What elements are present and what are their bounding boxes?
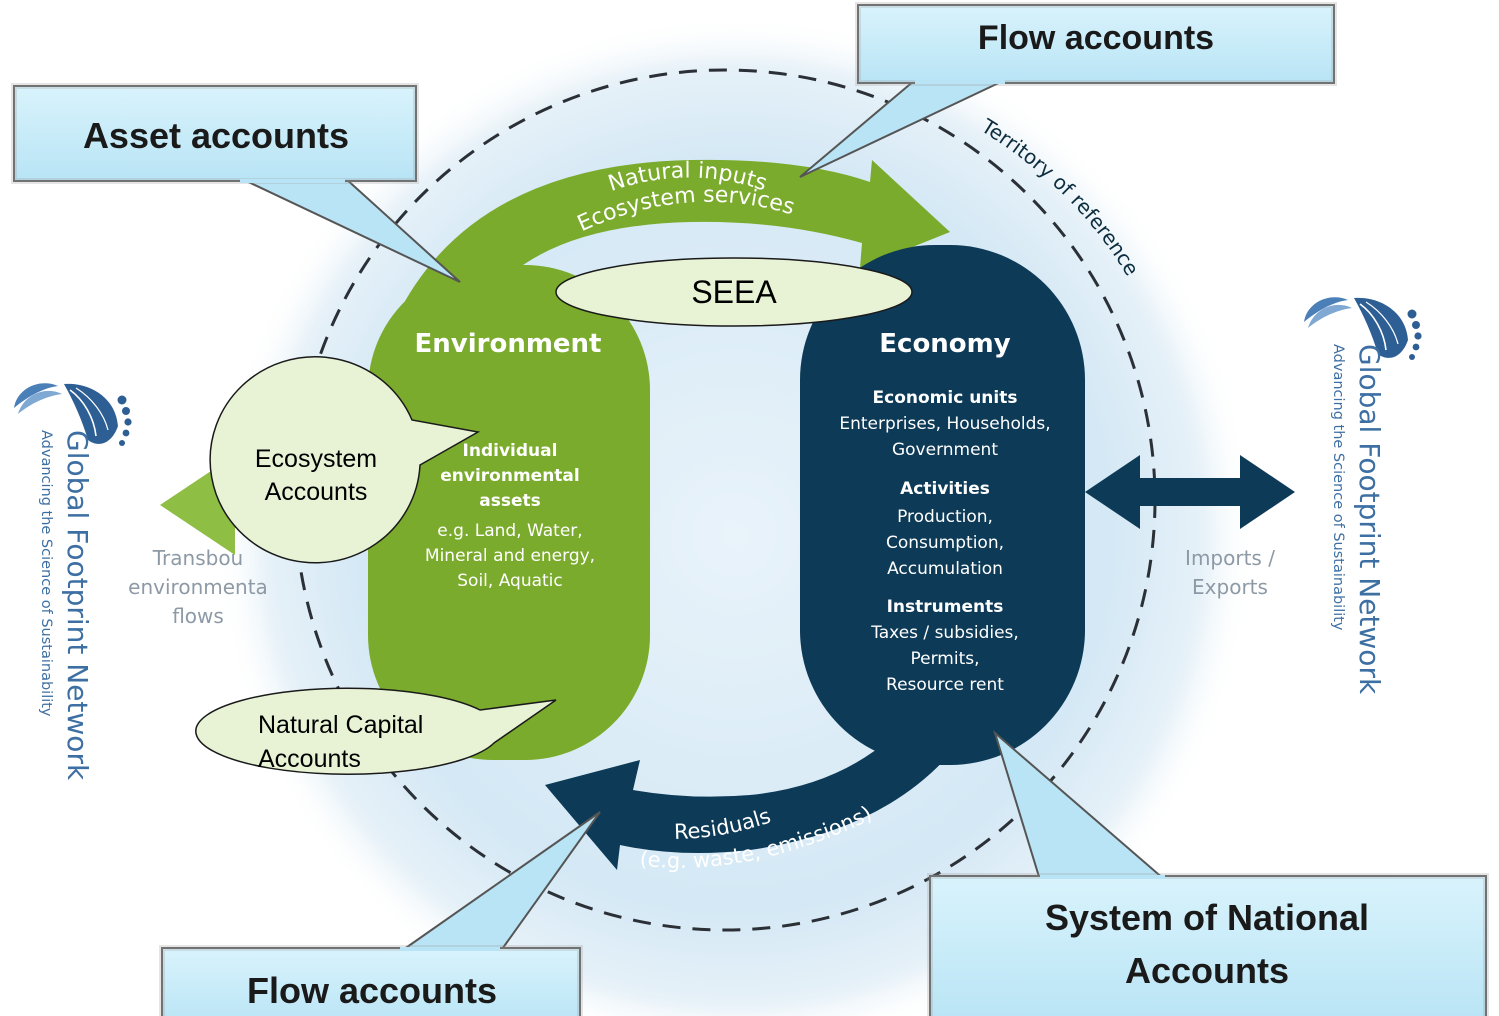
transboundary-label-line3: flows: [172, 604, 224, 628]
seea-bubble: [555, 257, 913, 327]
flow-accounts-top-label: Flow accounts: [978, 19, 1214, 57]
environment-assets-line2: environmental: [440, 466, 579, 486]
natural-inputs-arrow: [395, 159, 950, 325]
ecosystem-accounts-line2: Accounts: [265, 478, 368, 506]
sna-label-line1: System of National: [1045, 897, 1369, 938]
flow-accounts-top-callout: [799, 2, 1337, 178]
economy-units-line2: Government: [892, 440, 998, 460]
asset-accounts-callout: [11, 83, 461, 283]
environment-title: Environment: [415, 329, 602, 359]
residuals-arrow: [545, 640, 1010, 870]
asset-accounts-label: Asset accounts: [83, 115, 349, 156]
economy-activities-heading: Activities: [900, 479, 990, 499]
economy-activities-line3: Accumulation: [887, 559, 1003, 579]
transboundary-label-line1: Transbou: [152, 546, 243, 570]
gfn-logo-left-name: Global Footprint Network: [61, 430, 94, 781]
environment-examples-line2: Mineral and energy,: [425, 546, 595, 566]
economy-units-line1: Enterprises, Households,: [839, 414, 1050, 434]
ecosystem-accounts-bubble: [209, 356, 481, 564]
natural-capital-line2: Accounts: [258, 745, 361, 773]
environment-assets-line1: Individual: [463, 441, 558, 461]
gfn-logo-right: Global Footprint Network Advancing the S…: [1303, 296, 1423, 695]
imports-exports-arrow: [1085, 455, 1295, 529]
seea-label: SEEA: [691, 274, 777, 310]
natural-capital-line1: Natural Capital: [258, 711, 423, 739]
gfn-logo-left-tagline: Advancing the Science of Sustainability: [38, 430, 54, 717]
economy-title: Economy: [879, 329, 1010, 359]
natural-capital-bubble: [195, 687, 557, 775]
sna-callout: [927, 729, 1489, 1016]
gfn-logo-right-tagline: Advancing the Science of Sustainability: [1330, 344, 1346, 631]
imports-label: Imports /: [1185, 546, 1275, 570]
economy-activities-line1: Production,: [897, 507, 993, 527]
transboundary-label-line2: environmenta: [128, 575, 268, 599]
economy-instruments-line3: Resource rent: [886, 675, 1004, 695]
flow-accounts-bottom-label: Flow accounts: [247, 970, 497, 1011]
gfn-logo-right-name: Global Footprint Network: [1353, 344, 1386, 695]
flow-accounts-bottom-callout: [159, 811, 601, 1016]
economy-instruments-line2: Permits,: [910, 649, 979, 669]
economy-instruments-line1: Taxes / subsidies,: [870, 623, 1019, 643]
ecosystem-accounts-line1: Ecosystem: [255, 445, 377, 473]
environment-assets-line3: assets: [479, 491, 540, 511]
environment-examples-line1: e.g. Land, Water,: [437, 521, 582, 541]
economy-pillar: [800, 245, 1085, 765]
exports-label: Exports: [1192, 575, 1268, 599]
economy-instruments-heading: Instruments: [887, 597, 1004, 617]
gfn-logo-left: Global Footprint Network Advancing the S…: [13, 382, 133, 781]
economy-units-heading: Economic units: [873, 388, 1018, 408]
environment-examples-line3: Soil, Aquatic: [457, 571, 563, 591]
sna-label-line2: Accounts: [1125, 950, 1289, 991]
environment-pillar: [368, 265, 650, 760]
economy-activities-line2: Consumption,: [886, 533, 1004, 553]
